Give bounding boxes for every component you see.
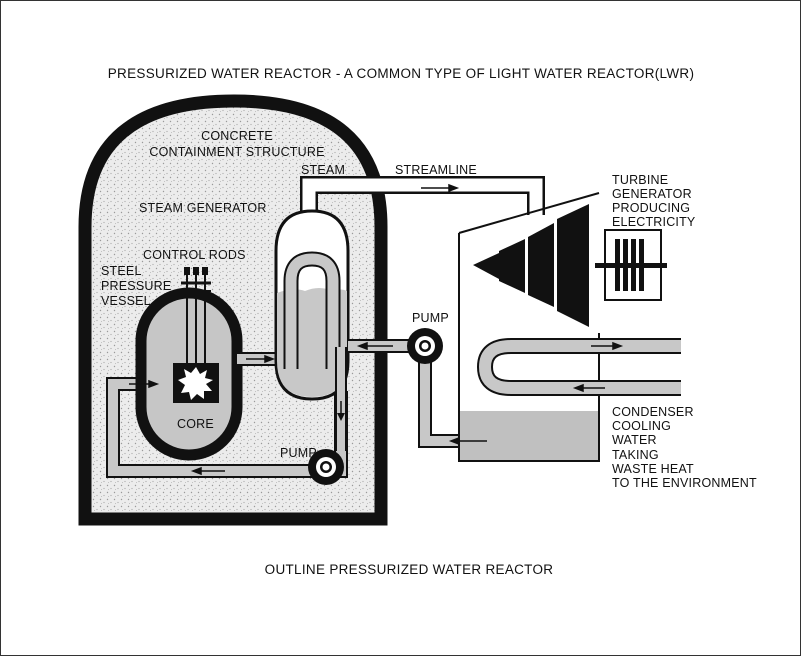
flow-arrows [129,183,624,476]
label-condenser: CONDENSER [612,405,694,419]
condenser-cooling-coil [476,338,681,396]
label-steel: STEEL [101,264,142,278]
label-steam-generator: STEAM GENERATOR [139,201,267,215]
label-steam: STEAM [301,163,345,177]
label-waste-heat: WASTE HEAT [612,462,694,476]
label-turbine: TURBINE [612,173,668,187]
label-generator: GENERATOR [612,187,692,201]
label-pressure: PRESSURE [101,279,171,293]
labels: CONCRETE CONTAINMENT STRUCTURE STEAM STR… [101,129,757,490]
condenser-water [460,411,598,460]
diagram-caption: OUTLINE PRESSURIZED WATER REACTOR [265,562,554,577]
label-containment-structure: CONTAINMENT STRUCTURE [149,145,324,159]
label-water: WATER [612,433,657,447]
control-rods [181,267,211,363]
secondary-pump [407,328,443,364]
label-producing: PRODUCING [612,201,690,215]
primary-pump [308,449,344,485]
label-core: CORE [177,417,214,431]
label-concrete: CONCRETE [201,129,273,143]
label-pump-primary: PUMP [280,446,317,460]
label-taking: TAKING [612,448,659,462]
generator [595,229,667,301]
label-streamline: STREAMLINE [395,163,477,177]
label-electricity: ELECTRICITY [612,215,696,229]
reactor-core [173,363,219,403]
label-cooling: COOLING [612,419,671,433]
label-control-rods: CONTROL RODS [143,248,246,262]
label-vessel: VESSEL [101,294,151,308]
diagram-title: PRESSURIZED WATER REACTOR - A COMMON TYP… [108,66,695,81]
label-pump-secondary: PUMP [412,311,449,325]
turbine-blades [473,204,589,327]
label-to-the-environment: TO THE ENVIRONMENT [612,476,757,490]
